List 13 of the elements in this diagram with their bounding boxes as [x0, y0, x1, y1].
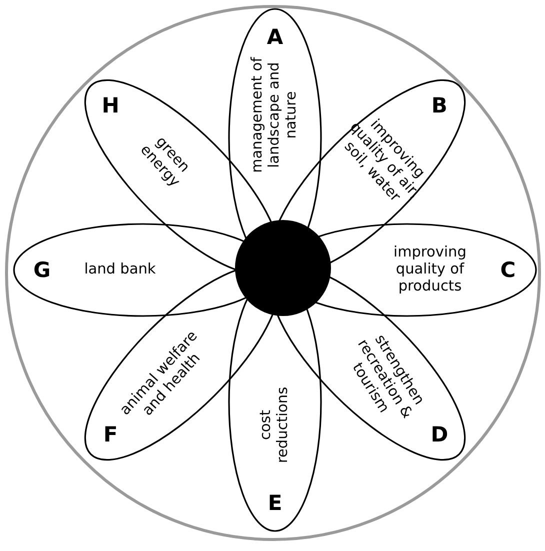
- petal-letter: C: [500, 258, 516, 282]
- petal-text: cost reductions: [258, 386, 292, 466]
- petal-letter: D: [431, 422, 448, 447]
- outer-circle: [5, 5, 541, 541]
- petal-letter: F: [103, 422, 118, 447]
- petal-letter: E: [268, 491, 282, 515]
- petal-letter: H: [101, 93, 120, 118]
- petal-text: land bank: [83, 262, 157, 278]
- petal-text: management of landscape and nature: [250, 56, 300, 175]
- petal-text: improving quality of products: [392, 244, 468, 296]
- petal-letter: B: [432, 93, 448, 118]
- petal-letter: G: [33, 258, 51, 282]
- petal-letter: A: [266, 25, 284, 49]
